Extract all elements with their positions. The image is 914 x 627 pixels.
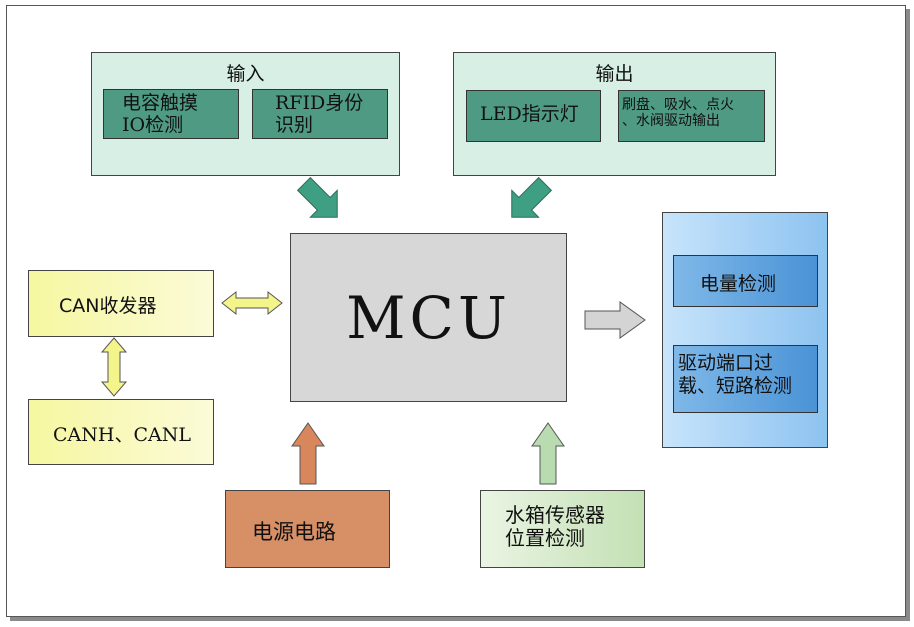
water-sensor-label: 水箱传感器 位置检测 — [505, 503, 605, 550]
overload-detection-box: 驱动端口过 载、短路检测 — [673, 345, 818, 413]
power-block: 电源电路 — [225, 490, 390, 568]
battery-detection-box: 电量检测 — [673, 255, 818, 307]
input-item-rfid: RFID身份 识别 — [252, 89, 388, 139]
output-group-title: 输出 — [595, 63, 634, 85]
mcu-label: MCU — [346, 284, 511, 352]
output-item-led: LED指示灯 — [466, 90, 601, 142]
can-transceiver-label: CAN收发器 — [59, 295, 157, 317]
output-item-drive-outputs: 刷盘、吸水、点火 、水阀驱动输出 — [618, 90, 765, 142]
can-bus-block: CANH、CANL — [28, 399, 214, 465]
output-group: 输出 LED指示灯 刷盘、吸水、点火 、水阀驱动输出 — [453, 52, 776, 176]
arrow-power-to-mcu — [291, 422, 325, 485]
arrow-output-to-mcu — [511, 176, 553, 218]
detection-group: 电量检测 驱动端口过 载、短路检测 — [662, 212, 828, 448]
can-transceiver-block: CAN收发器 — [28, 270, 214, 337]
power-label: 电源电路 — [252, 520, 336, 544]
input-group-title: 输入 — [226, 63, 265, 85]
water-sensor-block: 水箱传感器 位置检测 — [480, 490, 645, 568]
arrow-water-sensor-to-mcu — [531, 422, 565, 485]
mcu-block: MCU — [290, 233, 567, 402]
can-bus-label: CANH、CANL — [53, 424, 191, 446]
input-item-touch-io: 电容触摸 IO检测 — [103, 89, 239, 139]
input-group: 输入 电容触摸 IO检测 RFID身份 识别 — [91, 52, 400, 176]
arrow-can-bus-bidirectional — [100, 337, 128, 397]
arrow-input-to-mcu — [296, 176, 338, 218]
arrow-mcu-to-detection — [584, 301, 646, 339]
arrow-can-mcu-bidirectional — [221, 290, 283, 316]
